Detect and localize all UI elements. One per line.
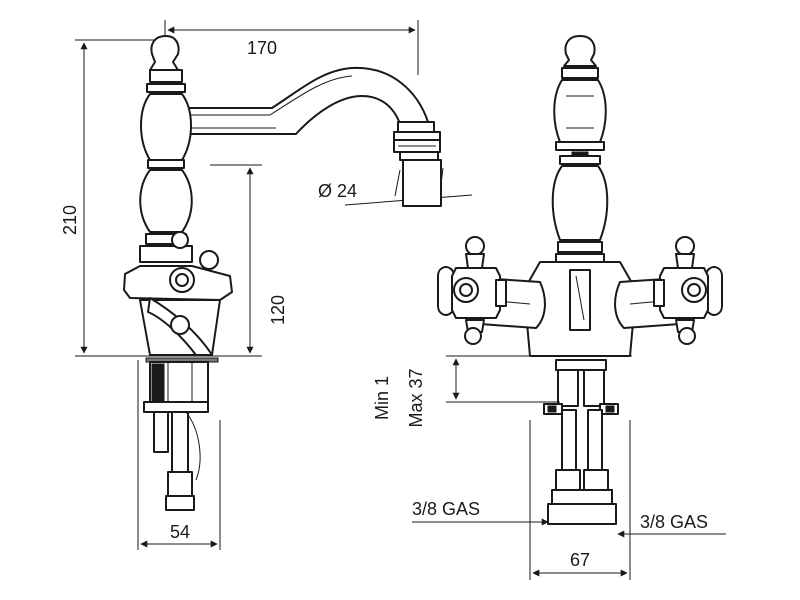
side-view: 170 210 120 Ø 24 [60, 20, 473, 550]
inlet-spacing-label: 67 [570, 550, 590, 570]
dimension-inlet-right: 3/8 GAS [617, 512, 726, 538]
deck-thickness-min-label: Min 1 [372, 376, 392, 420]
dimension-base-depth: 54 [137, 360, 221, 550]
spout [183, 66, 442, 207]
total-height-label: 210 [60, 205, 80, 235]
under-deck-fittings-side [143, 361, 209, 511]
spout-diameter-label: Ø 24 [318, 181, 357, 201]
inlet-right-label: 3/8 GAS [640, 512, 708, 532]
dimension-inlet-spacing: 67 [529, 420, 631, 580]
right-cross-handle [653, 236, 723, 345]
deck-thickness-max-label: Max 37 [406, 368, 426, 427]
faucet-body-side [123, 35, 233, 363]
faucet-body-front [551, 35, 609, 263]
dimension-spout-diameter: Ø 24 [318, 167, 473, 206]
front-view: Min 1 Max 37 3/8 GAS 3/8 GAS 67 [372, 35, 726, 580]
dimension-spout-reach: 170 [164, 20, 419, 75]
left-cross-handle [437, 236, 507, 345]
dimension-inlet-left: 3/8 GAS [412, 499, 549, 526]
under-deck-fittings-front [530, 355, 632, 525]
spout-height-label: 120 [268, 295, 288, 325]
inlet-left-label: 3/8 GAS [412, 499, 480, 519]
faucet-arms-front [479, 261, 681, 357]
dimension-deck-thickness: Min 1 Max 37 [372, 355, 560, 428]
base-depth-label: 54 [170, 522, 190, 542]
dimension-total-height: 210 [60, 39, 158, 357]
spout-reach-label: 170 [247, 38, 277, 58]
